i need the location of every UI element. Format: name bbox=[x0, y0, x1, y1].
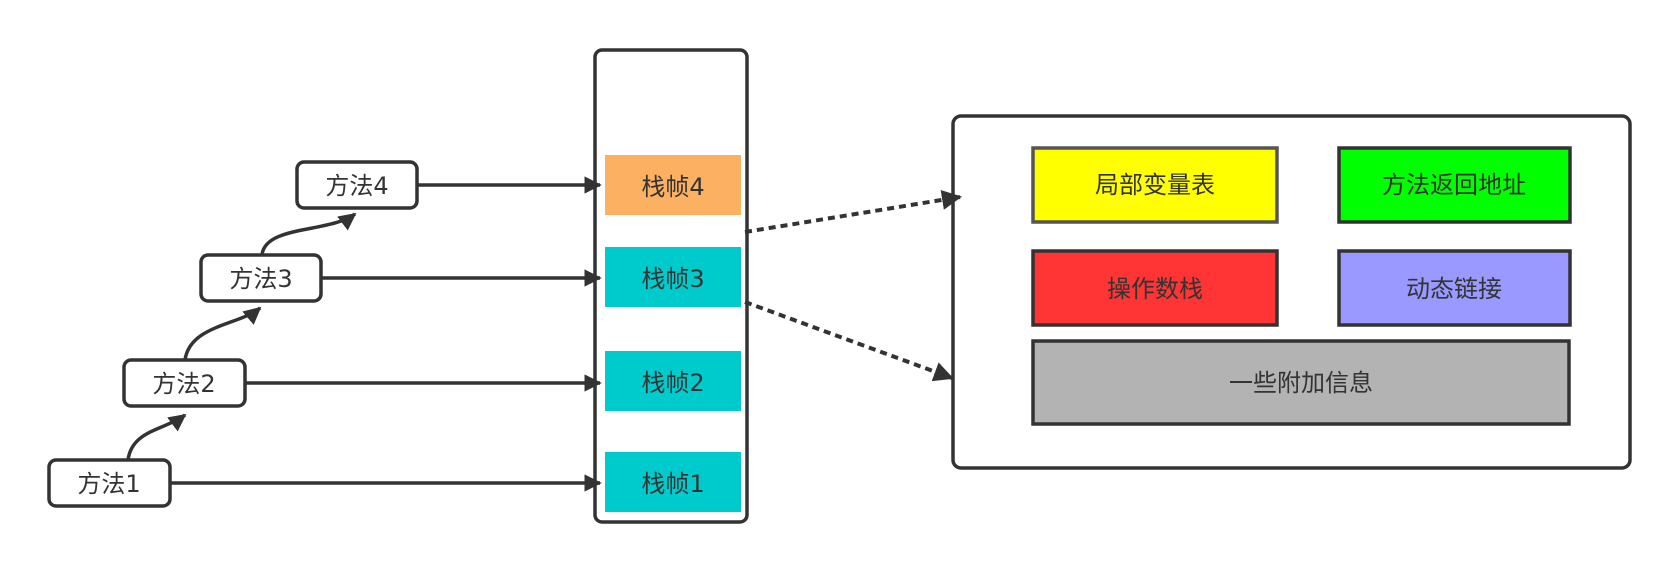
operand-stack-label: 操作数栈 bbox=[1107, 275, 1203, 303]
additional-info-label: 一些附加信息 bbox=[1229, 369, 1373, 397]
additional-info-box bbox=[1031, 339, 1571, 426]
stack-frame-1-label: 栈帧1 bbox=[641, 470, 704, 498]
stack-frame-4-label: 栈帧4 bbox=[641, 173, 704, 201]
frame-detail-dashed-arrow-bottom bbox=[744, 300, 954, 382]
dynamic-linking-box bbox=[1337, 249, 1572, 327]
method-1-label: 方法1 bbox=[77, 470, 140, 498]
stack-frame-4 bbox=[605, 155, 741, 215]
operand-stack-box bbox=[1031, 249, 1279, 327]
stack-frame-3 bbox=[605, 247, 741, 307]
stack-frame-2-label: 栈帧2 bbox=[641, 369, 704, 397]
method-3-label: 方法3 bbox=[229, 265, 292, 293]
return-address-box bbox=[1337, 146, 1572, 224]
call-arrow-3-to-4 bbox=[260, 212, 357, 256]
method-2-label: 方法2 bbox=[152, 370, 215, 398]
stack-frame-1 bbox=[605, 452, 741, 512]
local-variable-table-box bbox=[1031, 146, 1279, 224]
method-4-label: 方法4 bbox=[325, 172, 388, 200]
return-address-label: 方法返回地址 bbox=[1382, 171, 1526, 199]
stack-frame-3-label: 栈帧3 bbox=[641, 265, 704, 293]
call-arrow-1-to-2 bbox=[126, 413, 187, 461]
local-variable-table-label: 局部变量表 bbox=[1095, 171, 1215, 199]
dynamic-linking-label: 动态链接 bbox=[1406, 275, 1502, 303]
frame-detail-dashed-arrow-top bbox=[744, 190, 962, 234]
stack-frame-2 bbox=[605, 351, 741, 411]
call-arrow-2-to-3 bbox=[183, 306, 262, 361]
